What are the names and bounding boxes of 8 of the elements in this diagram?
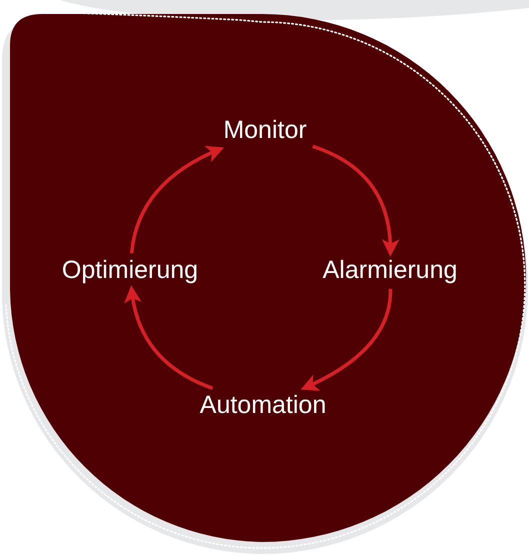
cycle-arrow xyxy=(130,146,224,254)
cycle-step-label: Optimierung xyxy=(60,257,200,285)
cycle-arrow xyxy=(124,285,214,390)
cycle-step-label: Monitor xyxy=(221,117,309,145)
cycle-step-label: Automation xyxy=(198,392,328,420)
cycle-arrow xyxy=(312,144,399,257)
cycle-step-label: Alarmierung xyxy=(320,257,460,285)
cycle-arrow xyxy=(300,288,392,390)
